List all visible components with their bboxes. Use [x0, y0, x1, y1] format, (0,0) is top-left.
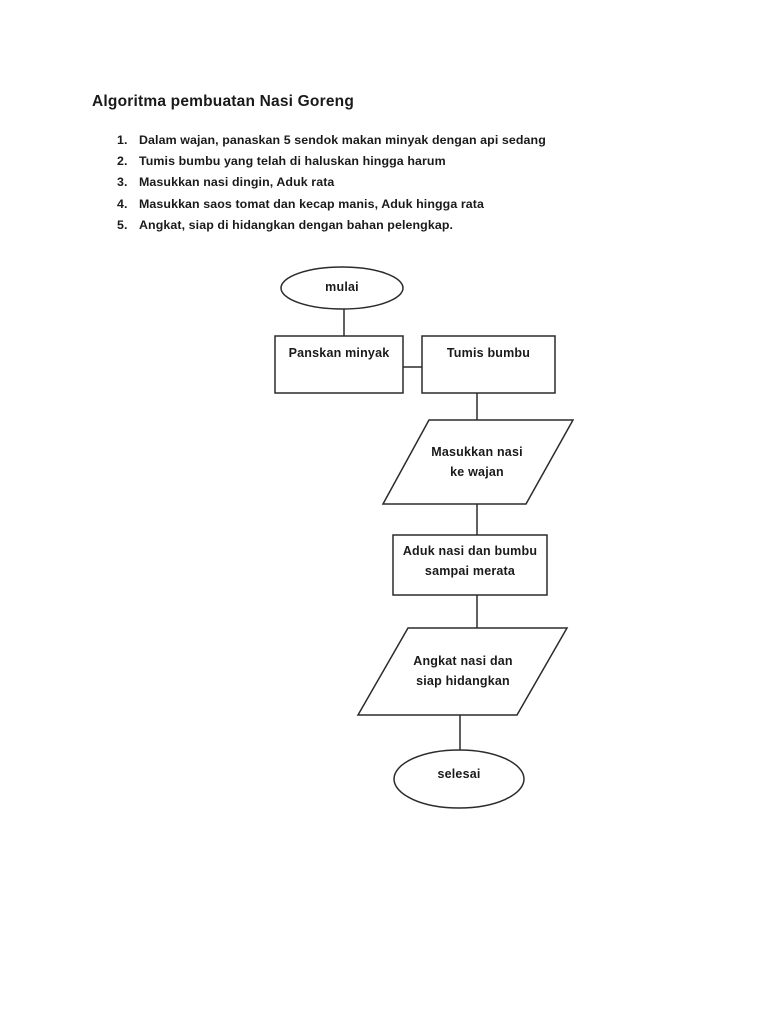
step-number: 2.: [117, 153, 128, 168]
step-text: Tumis bumbu yang telah di haluskan hingg…: [139, 153, 446, 168]
step-item: 4. Masukkan saos tomat dan kecap manis, …: [117, 193, 546, 214]
saute-spices-node-label: Tumis bumbu: [446, 346, 531, 360]
step-text: Masukkan saos tomat dan kecap manis, Adu…: [139, 196, 484, 211]
saute-spices-process-rect: [421, 335, 556, 394]
step-text: Dalam wajan, panaskan 5 sendok makan min…: [139, 132, 546, 147]
add-rice-label-line2: ke wajan: [450, 465, 504, 479]
heat-oil-process-rect: [274, 335, 404, 394]
step-number: 4.: [117, 196, 128, 211]
stir-mix-label-line2: sampai merata: [424, 564, 516, 578]
stir-mix-label-line1: Aduk nasi dan bumbu: [402, 544, 538, 558]
step-item: 2. Tumis bumbu yang telah di haluskan hi…: [117, 150, 546, 171]
step-item: 3. Masukkan nasi dingin, Aduk rata: [117, 172, 546, 193]
step-number: 1.: [117, 132, 128, 147]
steps-list: 1. Dalam wajan, panaskan 5 sendok makan …: [117, 129, 546, 235]
step-number: 3.: [117, 175, 128, 190]
add-rice-label-line1: Masukkan nasi: [431, 445, 523, 459]
stir-mix-process-rect: [392, 534, 548, 596]
start-terminator-ellipse: [280, 266, 404, 310]
page-title: Algoritma pembuatan Nasi Goreng: [92, 93, 354, 110]
add-rice-io-parallelogram: [381, 419, 575, 505]
step-item: 5. Angkat, siap di hidangkan dengan baha…: [117, 214, 546, 235]
serve-label-line2: siap hidangkan: [416, 674, 510, 688]
heat-oil-node-label: Panskan minyak: [288, 346, 390, 360]
step-text: Angkat, siap di hidangkan dengan bahan p…: [139, 217, 454, 232]
end-node-label: selesai: [437, 767, 481, 781]
step-item: 1. Dalam wajan, panaskan 5 sendok makan …: [117, 129, 546, 150]
start-node-label: mulai: [325, 280, 359, 294]
add-rice-node-label: Masukkan nasi ke wajan: [397, 442, 557, 482]
serve-label-line1: Angkat nasi dan: [413, 654, 513, 668]
step-text: Masukkan nasi dingin, Aduk rata: [139, 175, 335, 190]
serve-node-label: Angkat nasi dan siap hidangkan: [383, 651, 543, 691]
stir-mix-node-label: Aduk nasi dan bumbu sampai merata: [393, 541, 547, 581]
step-number: 5.: [117, 217, 128, 232]
serve-io-parallelogram: [356, 627, 569, 716]
end-terminator-ellipse: [393, 749, 525, 809]
